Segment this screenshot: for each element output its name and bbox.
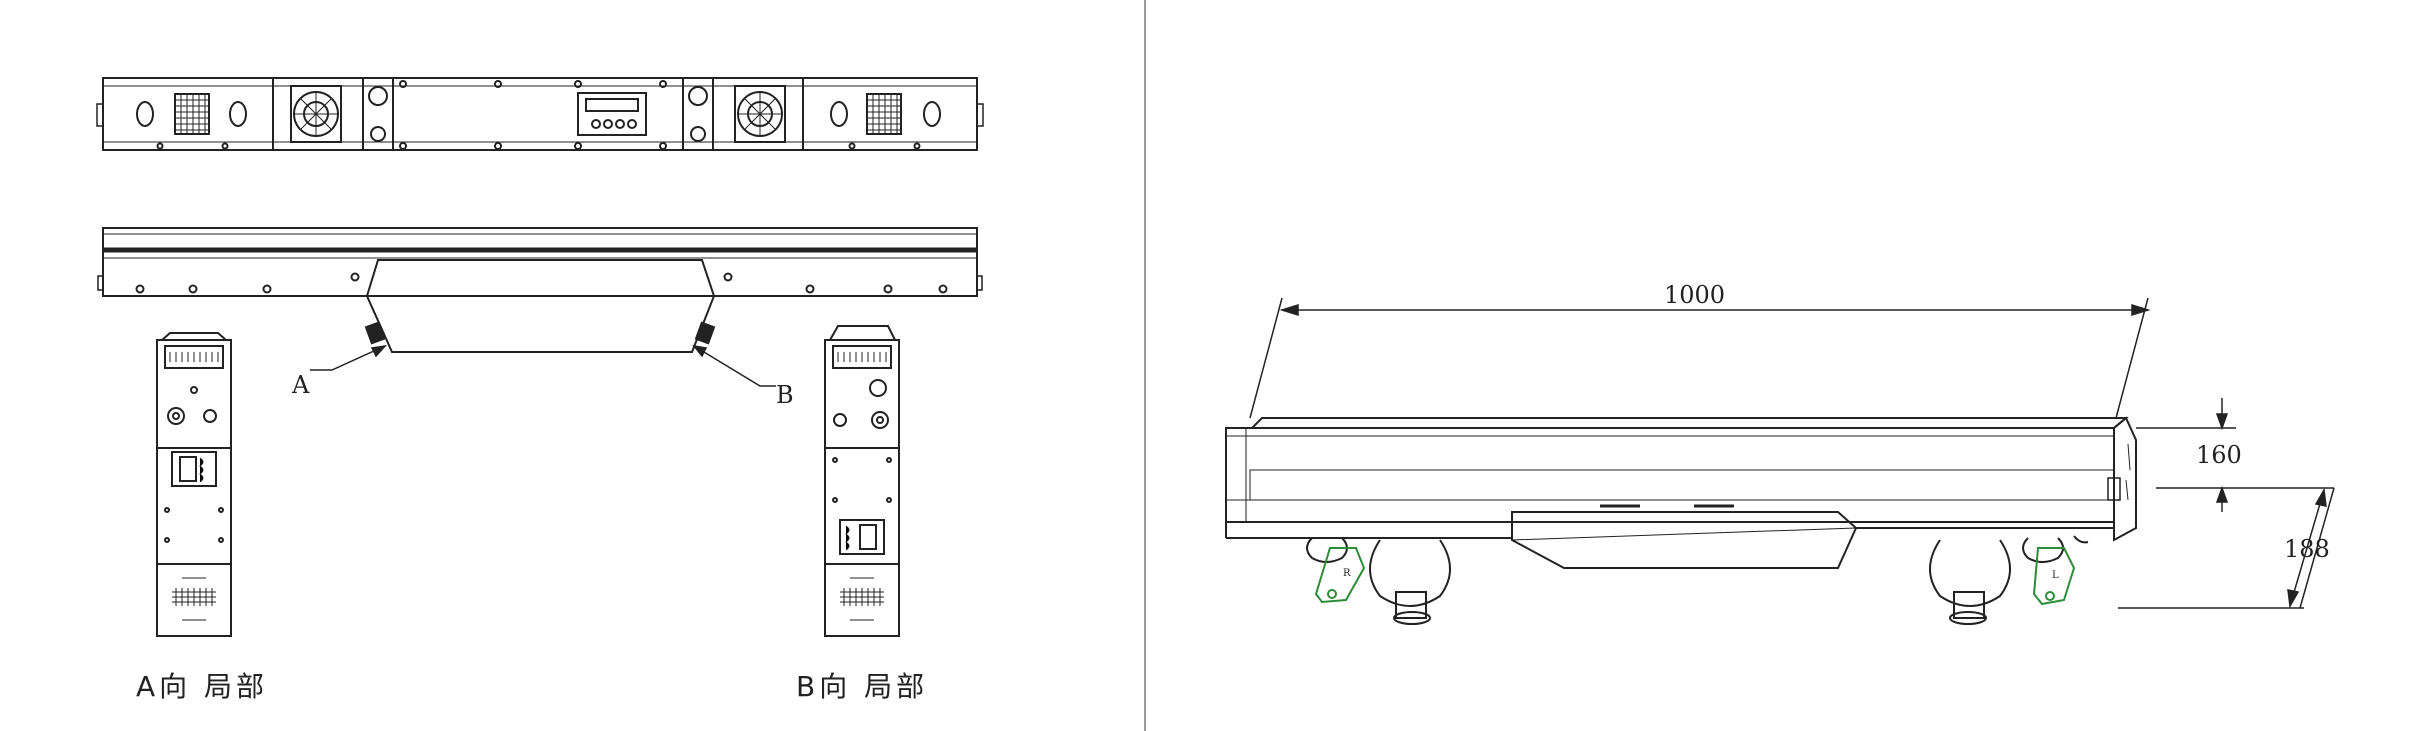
- leader-lines: [310, 344, 776, 387]
- dimension-depth: [2118, 487, 2335, 609]
- caption-a: A向 局部: [136, 670, 268, 703]
- clamps: [1306, 535, 2089, 625]
- side-view-a-hatch: [169, 352, 219, 621]
- label-a: A: [291, 371, 310, 399]
- dimension-height: [2136, 398, 2334, 512]
- iso-bar: [1225, 416, 2137, 569]
- bracket-left-mark: R: [1343, 568, 1351, 579]
- dimension-length: [1249, 297, 2151, 419]
- brackets: [1314, 547, 2076, 606]
- side-view-b: [824, 325, 900, 637]
- top-view: [96, 77, 984, 151]
- caption-b: B向 局部: [796, 670, 928, 703]
- side-view-a: [156, 332, 232, 637]
- dimension-depth-label: 188: [2284, 535, 2330, 563]
- bracket-right-mark: L: [2052, 570, 2059, 581]
- side-view-b-hatch: [837, 352, 887, 621]
- grille-hatch: [175, 92, 901, 136]
- dimension-height-label: 160: [2196, 441, 2242, 469]
- label-b: B: [776, 381, 794, 409]
- front-view: [97, 227, 983, 353]
- front-connectors: [364, 321, 716, 345]
- dimension-length-label: 1000: [1664, 281, 1725, 309]
